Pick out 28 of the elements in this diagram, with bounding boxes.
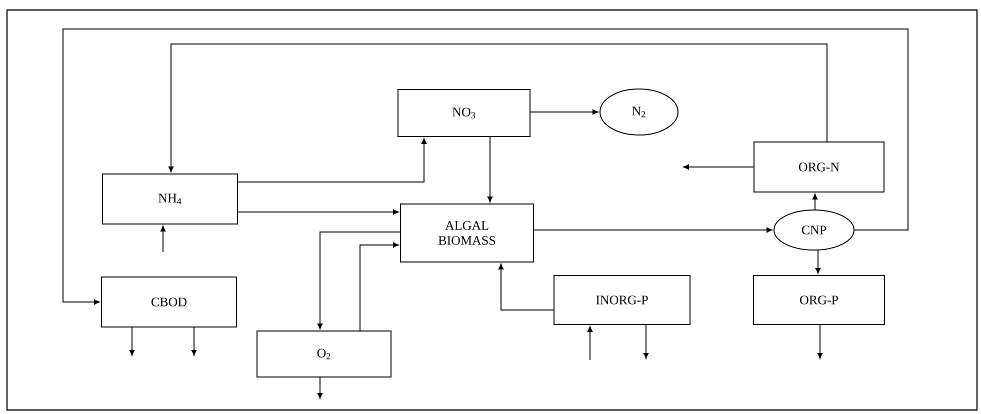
process-box: O$_{2}$ bbox=[256, 330, 392, 378]
arrow bbox=[62, 28, 908, 305]
arrow bbox=[643, 324, 649, 359]
arrow bbox=[191, 327, 197, 356]
process-box: ORG-P bbox=[753, 275, 885, 325]
arrow bbox=[317, 377, 323, 399]
arrow bbox=[587, 326, 593, 360]
process-box: NO$_{3}$ bbox=[398, 89, 530, 137]
arrow bbox=[683, 164, 754, 170]
arrow bbox=[530, 109, 598, 115]
arrow bbox=[487, 136, 493, 202]
arrow bbox=[815, 250, 821, 274]
arrow bbox=[812, 194, 818, 210]
arrow bbox=[129, 327, 135, 356]
process-box: NH$_{4}$ bbox=[102, 174, 238, 224]
arrow bbox=[238, 138, 427, 182]
arrow bbox=[360, 242, 399, 331]
arrow bbox=[534, 227, 772, 233]
process-box: CBOD bbox=[101, 276, 238, 328]
arrow bbox=[160, 226, 166, 252]
arrow bbox=[817, 324, 823, 359]
arrow bbox=[238, 209, 399, 215]
arrow bbox=[317, 232, 400, 330]
process-box: INORG-P bbox=[554, 275, 690, 325]
arrow bbox=[168, 44, 828, 172]
process-box: ORG-N bbox=[754, 142, 884, 192]
process-box: ALGAL BIOMASS bbox=[400, 204, 534, 262]
arrow bbox=[498, 264, 554, 310]
